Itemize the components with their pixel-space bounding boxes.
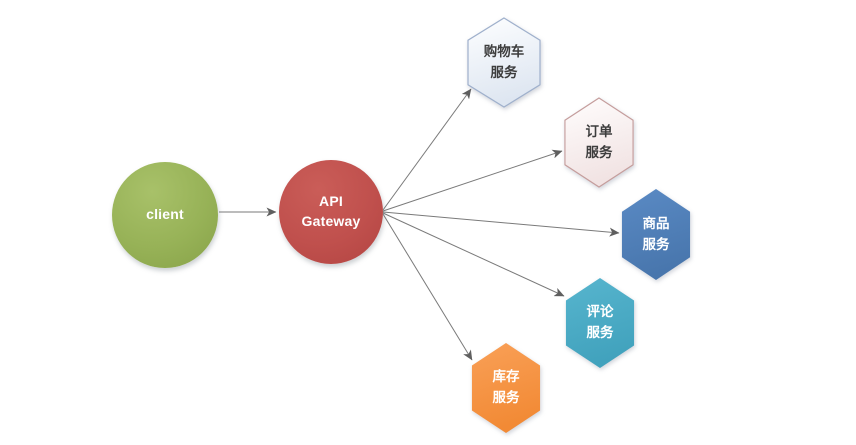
service-node-cart: 购物车 服务	[467, 17, 541, 108]
service-node-review-label: 评论 服务	[586, 304, 614, 340]
hexagon-shape-inventory	[471, 343, 541, 433]
client-node: client	[112, 162, 218, 268]
edge-gateway-inventory	[382, 213, 473, 361]
api-gateway-node-label: API Gateway	[301, 193, 361, 229]
service-node-cart-label: 购物车 服务	[483, 43, 525, 80]
edge-gateway-review	[382, 212, 565, 297]
hexagon-shape-review	[565, 278, 635, 368]
edge-gateway-order	[382, 149, 563, 212]
service-node-inventory-label: 库存 服务	[492, 369, 520, 405]
service-node-product: 商品 服务	[621, 188, 691, 281]
edge-gateway-cart	[382, 88, 472, 211]
hexagon-shape-order	[564, 97, 634, 188]
service-node-order-label: 订单 服务	[585, 123, 613, 160]
hexagon-shape-cart	[467, 17, 541, 108]
edge-gateway-product	[382, 211, 620, 237]
api-gateway-node: API Gateway	[279, 160, 383, 264]
service-node-product-label: 商品 服务	[642, 215, 670, 252]
client-node-label: client	[146, 206, 184, 223]
service-node-order: 订单 服务	[564, 97, 634, 188]
service-node-review: 评论 服务	[565, 277, 635, 369]
service-node-inventory: 库存 服务	[471, 342, 541, 434]
hexagon-shape-product	[621, 189, 691, 280]
